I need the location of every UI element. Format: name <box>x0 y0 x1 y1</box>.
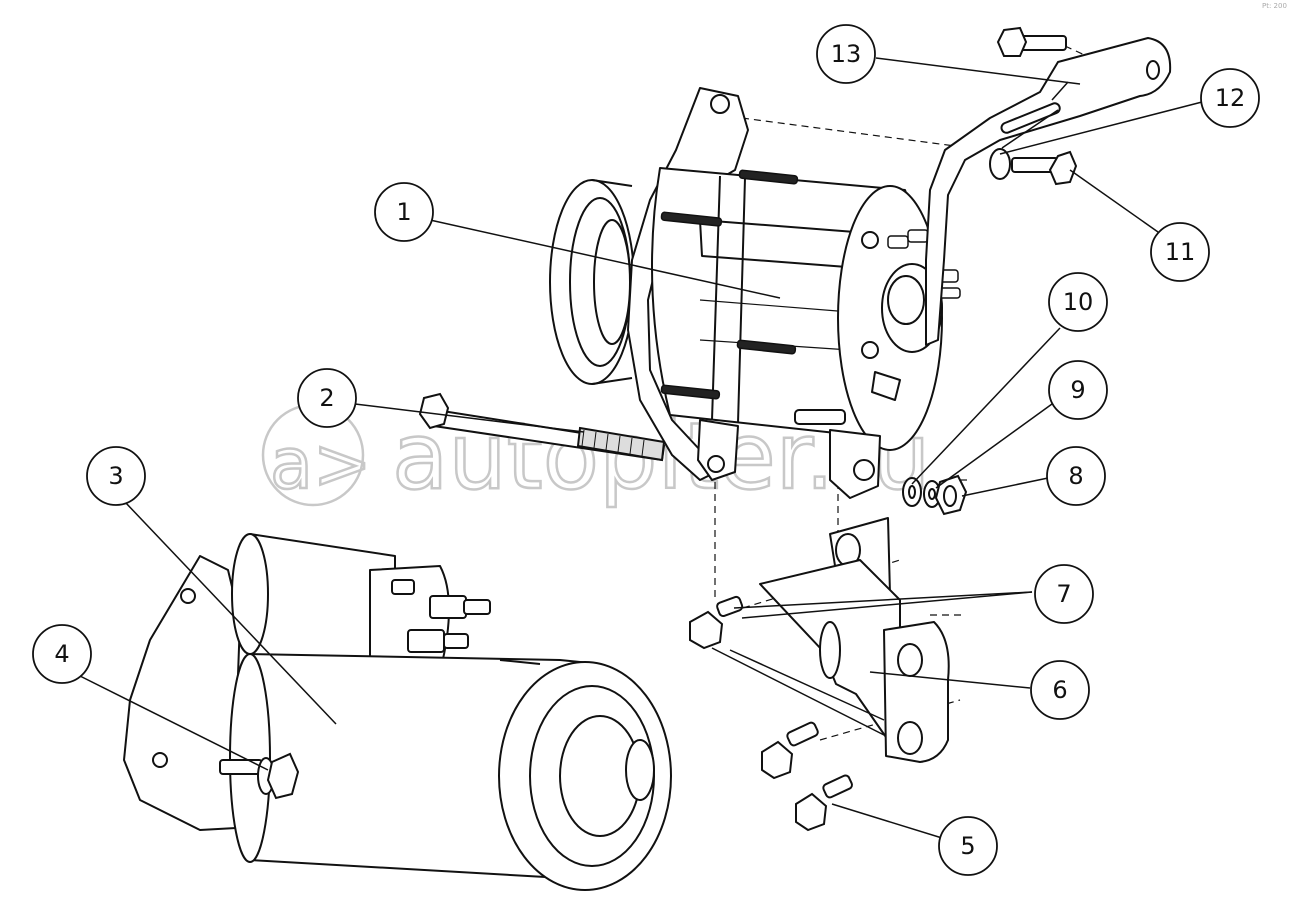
adjusting-bracket <box>925 37 1172 346</box>
leader-8 <box>961 477 1049 497</box>
alternator <box>549 87 961 499</box>
callout-10-label: 10 <box>1063 288 1094 316</box>
bolts-5-part <box>761 721 853 832</box>
callout-1: 1 <box>374 182 434 242</box>
callout-12: 12 <box>1200 68 1260 128</box>
callout-13-label: 13 <box>831 40 862 68</box>
leader-lines <box>71 57 1203 839</box>
callout-11: 11 <box>1150 222 1210 282</box>
callout-8: 8 <box>1046 446 1106 506</box>
callout-10: 10 <box>1048 272 1108 332</box>
corner-mark: Pt: 200 <box>1262 2 1287 10</box>
callout-9-label: 9 <box>1070 376 1085 404</box>
leader-7b <box>741 591 1033 619</box>
watermark-logo: a> <box>270 423 372 505</box>
callout-7: 7 <box>1034 564 1094 624</box>
callout-9: 9 <box>1048 360 1108 420</box>
leader-7d <box>729 649 885 721</box>
leader-1 <box>429 219 781 299</box>
leader-9 <box>935 403 1053 489</box>
bolt-4-part <box>219 752 300 800</box>
callout-6-label: 6 <box>1052 676 1067 704</box>
callout-3: 3 <box>86 446 146 506</box>
leader-11 <box>1069 169 1159 233</box>
callout-8-label: 8 <box>1068 462 1083 490</box>
callout-6: 6 <box>1030 660 1090 720</box>
leader-7a <box>733 591 1033 609</box>
alternator-through-bolts <box>660 169 799 400</box>
leader-5a <box>831 803 943 839</box>
leader-6 <box>869 671 1031 689</box>
leader-2 <box>354 403 585 433</box>
starter-motor <box>123 533 672 891</box>
leader-7c <box>711 647 885 736</box>
bolt-11-part <box>989 148 1078 186</box>
long-bolt <box>418 392 666 462</box>
mounting-bracket <box>759 517 950 763</box>
callout-4-label: 4 <box>54 640 69 668</box>
callout-4: 4 <box>32 624 92 684</box>
leader-4 <box>71 671 269 771</box>
callout-7-label: 7 <box>1056 580 1071 608</box>
callouts: 1 2 3 4 5 6 7 8 <box>32 24 1260 876</box>
leader-10 <box>911 327 1061 485</box>
bolt-7-part <box>689 595 744 650</box>
bolt-top <box>996 26 1067 57</box>
callout-3-label: 3 <box>108 462 123 490</box>
callout-1-label: 1 <box>396 198 411 226</box>
callout-13: 13 <box>816 24 876 84</box>
leader-3 <box>124 501 337 725</box>
callout-5-label: 5 <box>960 832 975 860</box>
callout-2: 2 <box>297 368 357 428</box>
callout-12-label: 12 <box>1215 84 1246 112</box>
leader-12 <box>999 101 1203 155</box>
leader-13 <box>875 57 1081 85</box>
callout-5: 5 <box>938 816 998 876</box>
callout-2-label: 2 <box>319 384 334 412</box>
callout-11-label: 11 <box>1165 238 1196 266</box>
